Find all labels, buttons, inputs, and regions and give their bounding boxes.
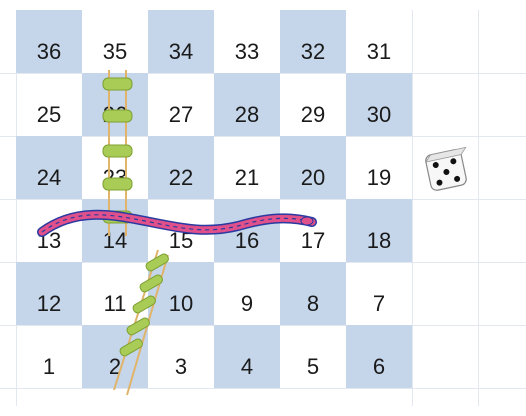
cell-number: 22: [168, 165, 194, 190]
cell-number: 10: [168, 291, 194, 316]
cell-number: 29: [300, 102, 326, 127]
cell-number: 14: [102, 228, 128, 253]
cell-number: 18: [366, 228, 392, 253]
ladder-icon: [113, 249, 169, 396]
board-cell[interactable]: 30: [346, 73, 412, 136]
board-cell[interactable]: 1: [16, 325, 82, 388]
board-cell[interactable]: 26: [82, 73, 148, 136]
cell-number: 9: [240, 291, 254, 316]
cell-number: 30: [366, 102, 392, 127]
cell-number: 25: [36, 102, 62, 127]
board-cell[interactable]: 8: [280, 262, 346, 325]
board-cell[interactable]: 9: [214, 262, 280, 325]
board-cell[interactable]: 20: [280, 136, 346, 199]
board-cell[interactable]: 25: [16, 73, 82, 136]
board-cell[interactable]: 36: [16, 10, 82, 73]
grid-line: [0, 388, 526, 389]
snake-head: [300, 216, 314, 226]
cell-number: 5: [306, 354, 320, 379]
board-cell[interactable]: 34: [148, 10, 214, 73]
cell-number: 20: [300, 165, 326, 190]
ladder-rung: [102, 109, 133, 123]
cell-number: 16: [234, 228, 260, 253]
board-cell[interactable]: 21: [214, 136, 280, 199]
cell-number: 7: [372, 291, 386, 316]
ladder-rung: [132, 295, 156, 314]
grid-line: [478, 10, 479, 406]
cell-number: 3: [174, 354, 188, 379]
board-cell[interactable]: 17: [280, 199, 346, 262]
cell-number: 34: [168, 39, 194, 64]
cell-number: 28: [234, 102, 260, 127]
snake-stripe: [41, 214, 313, 233]
ladder-rung: [139, 274, 163, 293]
grid-line: [412, 10, 413, 406]
ladder-rung: [102, 144, 133, 158]
cell-number: 19: [366, 165, 392, 190]
cell-number: 11: [103, 291, 127, 316]
board-cell[interactable]: 3: [148, 325, 214, 388]
board-cell[interactable]: 22: [148, 136, 214, 199]
cell-number: 24: [36, 165, 62, 190]
cell-number: 21: [234, 165, 260, 190]
cell-number: 8: [306, 291, 320, 316]
board-cell[interactable]: 4: [214, 325, 280, 388]
board-cell[interactable]: 35: [82, 10, 148, 73]
grid-line: [0, 262, 526, 263]
snake-icon: [37, 209, 317, 237]
board-cell[interactable]: 6: [346, 325, 412, 388]
board-cell[interactable]: 7: [346, 262, 412, 325]
cell-number: 2: [108, 354, 122, 379]
board-cell[interactable]: 29: [280, 73, 346, 136]
ladder-rail: [113, 249, 159, 391]
board-cell[interactable]: 10: [148, 262, 214, 325]
board-cell[interactable]: 18: [346, 199, 412, 262]
ladder-rung: [102, 177, 133, 191]
cell-number: 33: [234, 39, 260, 64]
board-cell[interactable]: 24: [16, 136, 82, 199]
ladder-rung: [119, 338, 143, 357]
board-cell[interactable]: 27: [148, 73, 214, 136]
grid-line: [16, 10, 17, 406]
cell-number: 12: [36, 291, 62, 316]
ladder-rung: [126, 317, 150, 336]
board-cell[interactable]: 14: [82, 199, 148, 262]
cell-number: 36: [36, 39, 62, 64]
board-cell[interactable]: 31: [346, 10, 412, 73]
cell-number: 27: [168, 102, 194, 127]
cell-number: 32: [300, 39, 326, 64]
board-cell[interactable]: 2: [82, 325, 148, 388]
board-cell[interactable]: 32: [280, 10, 346, 73]
cell-number: 31: [366, 39, 392, 64]
cell-number: 4: [240, 354, 254, 379]
board-cell[interactable]: 28: [214, 73, 280, 136]
board-cell[interactable]: 33: [214, 10, 280, 73]
ladder-icon: [102, 70, 133, 236]
board-cell[interactable]: 11: [82, 262, 148, 325]
cell-number: 35: [102, 39, 128, 64]
grid-line: [0, 136, 526, 137]
board-cell[interactable]: 5: [280, 325, 346, 388]
board-cell[interactable]: 19: [346, 136, 412, 199]
ladder-rung: [145, 253, 169, 272]
cell-number: 6: [372, 354, 386, 379]
ladder-rung: [102, 77, 133, 91]
cell-number: 1: [42, 354, 56, 379]
cell-number: 17: [300, 228, 326, 253]
die-icon[interactable]: [425, 146, 474, 191]
board-cell[interactable]: 12: [16, 262, 82, 325]
